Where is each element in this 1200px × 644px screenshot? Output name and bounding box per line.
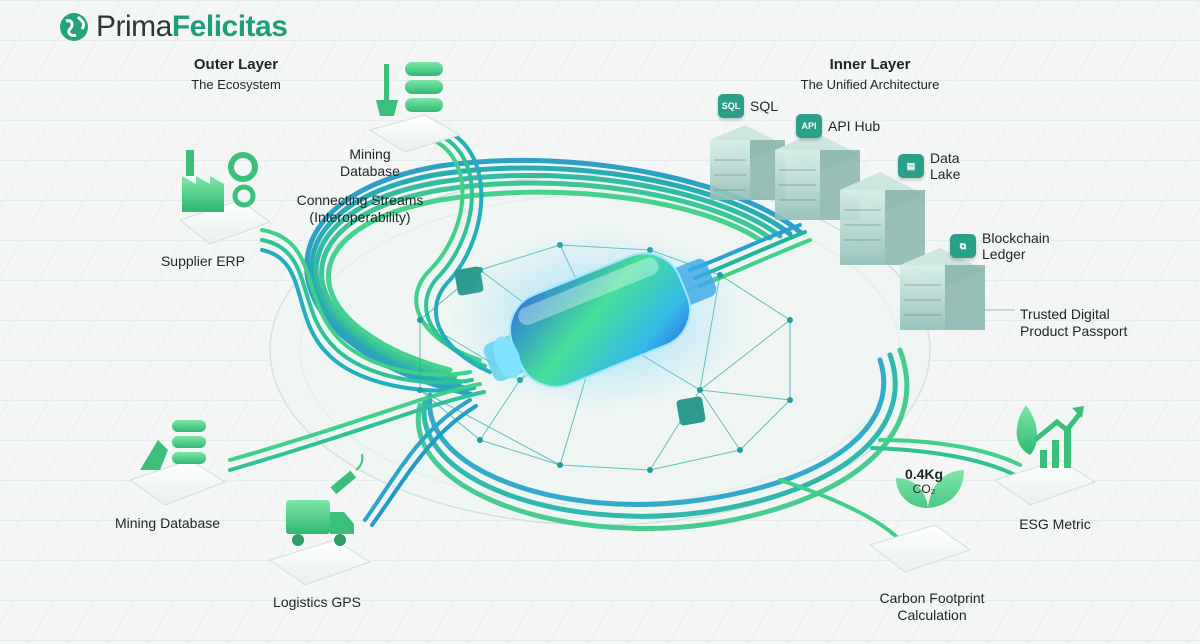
label-line: Lake xyxy=(930,166,961,182)
label-line: (Interoperability) xyxy=(309,209,411,225)
carbon-footprint-label: Carbon Footprint Calculation xyxy=(862,590,1002,624)
label-line: Calculation xyxy=(897,607,967,623)
co2-readout: 0.4Kg CO₂ xyxy=(892,466,956,496)
connecting-streams-label: Connecting Streams (Interoperability) xyxy=(285,192,435,226)
mining-database-bottom-label: Mining Database xyxy=(114,515,221,531)
label-line: Database xyxy=(340,163,400,179)
label-line: Blockchain xyxy=(982,230,1050,246)
api-badge-icon: API xyxy=(796,114,822,138)
api-hub-tag: API API Hub xyxy=(796,114,880,138)
sql-label: SQL xyxy=(750,98,779,114)
brand-name-part2: Felicitas xyxy=(171,10,288,43)
api-hub-label: API Hub xyxy=(828,118,881,134)
passport-label: Trusted Digital Product Passport xyxy=(1020,306,1150,340)
label-line: Product Passport xyxy=(1020,323,1128,339)
inner-layer-title: Inner Layer xyxy=(829,56,911,73)
blockchain-label: Blockchain Ledger xyxy=(982,230,1050,262)
brand-name-part1: Prima xyxy=(96,10,172,43)
outer-layer-subtitle: The Ecosystem xyxy=(191,77,281,92)
label-line: Ledger xyxy=(982,246,1026,262)
blockchain-icon: ⧉ xyxy=(950,234,976,258)
mining-database-top-label: Mining Database xyxy=(330,146,410,180)
label-line: Mining xyxy=(349,146,391,162)
logistics-gps-label: Logistics GPS xyxy=(273,594,361,610)
data-lake-label: Data Lake xyxy=(930,150,960,182)
co2-unit: CO₂ xyxy=(912,482,936,496)
label-line: Trusted Digital xyxy=(1020,306,1110,322)
globe-icon xyxy=(60,13,88,41)
data-lake-tag: ▤ Data Lake xyxy=(898,150,960,182)
sql-badge-icon: SQL xyxy=(718,94,744,118)
label-line: Data xyxy=(930,150,960,166)
label-line: Carbon Footprint xyxy=(879,590,985,606)
outer-layer-title: Outer Layer xyxy=(193,56,279,73)
label-line: Connecting Streams xyxy=(296,192,424,208)
supplier-erp-label: Supplier ERP xyxy=(160,253,246,269)
inner-layer-subtitle: The Unified Architecture xyxy=(800,77,940,92)
blockchain-tag: ⧉ Blockchain Ledger xyxy=(950,230,1050,262)
database-icon: ▤ xyxy=(898,154,924,178)
co2-value: 0.4Kg xyxy=(904,466,944,482)
sql-tag: SQL SQL xyxy=(718,94,778,118)
esg-metric-label: ESG Metric xyxy=(1019,516,1091,532)
